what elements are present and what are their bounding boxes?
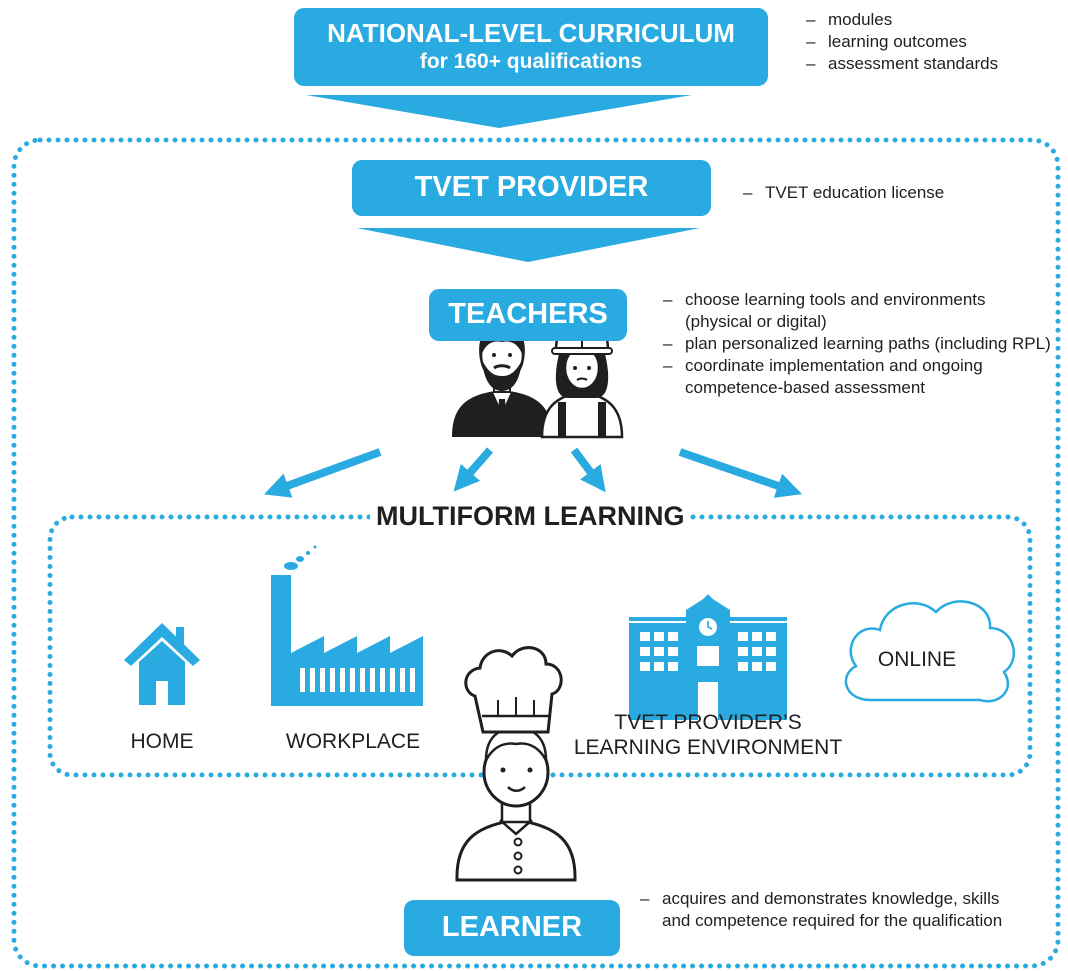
workplace-label: WORKPLACE (285, 730, 421, 753)
teacher-man-icon (452, 327, 552, 437)
learner-title: LEARNER (441, 911, 583, 944)
learner-notes: acquires and demonstrates knowledge, ski… (640, 888, 1030, 932)
cloud-icon (844, 600, 1015, 703)
note-item: coordinate implementation and ongoing co… (663, 355, 1055, 399)
curriculum-title: NATIONAL-LEVEL CURRICULUM (327, 18, 735, 49)
note-item: modules (806, 9, 1046, 31)
home-label: HOME (130, 730, 194, 753)
provider-env-label-line2: LEARNING ENVIRONMENT (573, 736, 843, 759)
online-label: ONLINE (877, 648, 957, 671)
note-item: acquires and demonstrates knowledge, ski… (640, 888, 1030, 932)
learner-box: LEARNER (404, 900, 620, 956)
provider-env-label-line1: TVET PROVIDER’S (614, 711, 802, 734)
chef-learner-icon (455, 646, 577, 882)
curriculum-notes: modules learning outcomes assessment sta… (806, 9, 1046, 75)
factory-icon (271, 545, 423, 706)
arrow-down-icon (357, 228, 700, 262)
note-item: plan personalized learning paths (includ… (663, 333, 1055, 355)
multiform-heading: MULTIFORM LEARNING (370, 501, 691, 532)
note-item: choose learning tools and environments (… (663, 289, 1055, 333)
teachers-box: TEACHERS (429, 289, 627, 341)
note-item: TVET education license (743, 182, 1003, 204)
note-item: learning outcomes (806, 31, 1046, 53)
provider-box: TVET PROVIDER (352, 160, 711, 216)
arrow-to-workplace-icon (453, 447, 494, 492)
outer-dotted-frame (11, 137, 1061, 969)
teachers-notes: choose learning tools and environments (… (663, 289, 1055, 399)
curriculum-subtitle: for 160+ qualifications (419, 50, 643, 74)
arrow-down-icon (306, 95, 692, 128)
arrow-to-provider-env-icon (570, 447, 606, 493)
school-building-icon (629, 594, 787, 720)
curriculum-box: NATIONAL-LEVEL CURRICULUM for 160+ quali… (294, 8, 768, 86)
arrow-to-home-icon (263, 448, 382, 498)
provider-title: TVET PROVIDER (414, 171, 649, 204)
note-item: assessment standards (806, 53, 1046, 75)
home-icon (124, 623, 200, 705)
provider-notes: TVET education license (743, 182, 1003, 204)
teachers-title: TEACHERS (448, 298, 608, 331)
arrow-to-online-icon (678, 448, 803, 498)
